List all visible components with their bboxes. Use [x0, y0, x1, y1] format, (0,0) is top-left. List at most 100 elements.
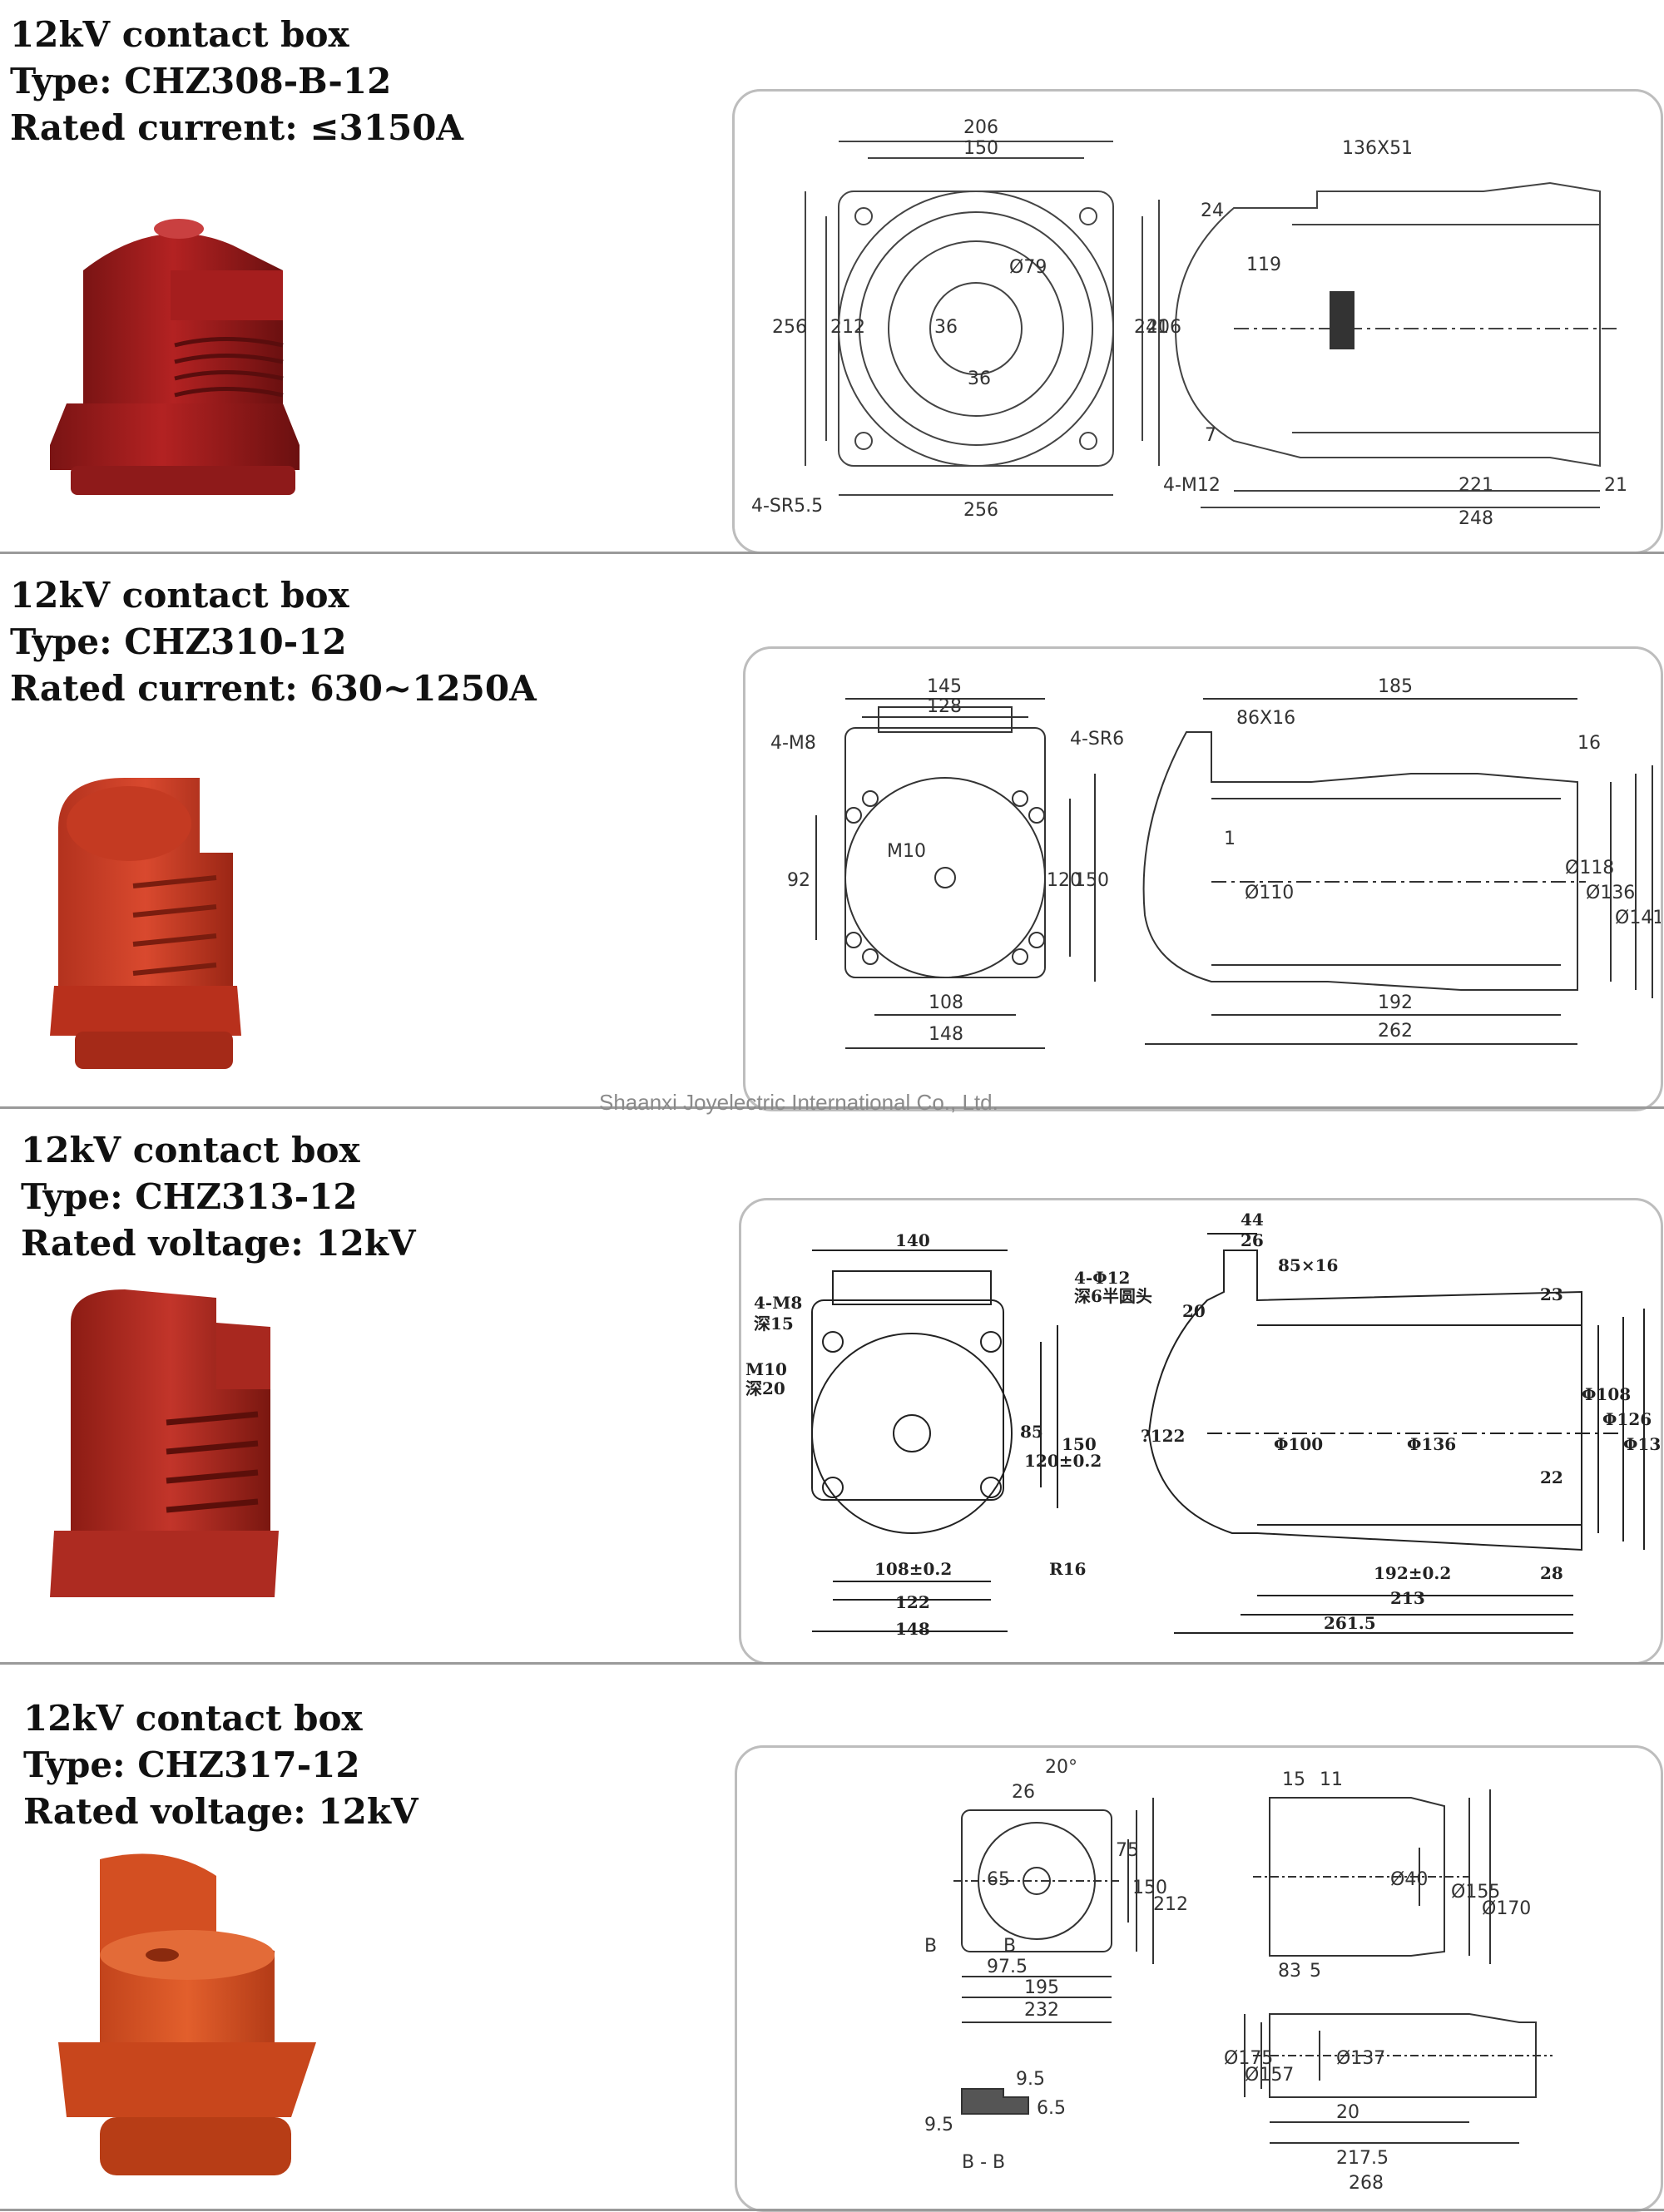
- dim-label: B: [924, 1936, 937, 1957]
- dim-label: 9.5: [924, 2115, 953, 2135]
- dim-label: 148: [929, 1024, 963, 1045]
- section-divider: [0, 1662, 1664, 1665]
- drawing-panel-chz308: 206 150 256 212 206 Ø79 36 36 4-SR5.5 25…: [732, 89, 1663, 554]
- dim-label: Ø110: [1245, 883, 1294, 903]
- dim-label: 248: [1458, 508, 1493, 529]
- dim-label: Φ100: [1274, 1434, 1323, 1454]
- dim-label: 217.5: [1336, 2148, 1389, 2169]
- product-rating: Rated voltage: 12kV: [21, 1223, 416, 1264]
- section-divider: [0, 552, 1664, 554]
- dim-label: 92: [787, 870, 810, 891]
- dim-label: 206: [963, 117, 998, 138]
- dim-label: 4-Φ12: [1074, 1268, 1130, 1288]
- dim-label: Ø79: [1009, 257, 1047, 278]
- dim-label: 192±0.2: [1374, 1563, 1451, 1583]
- dim-label: 136X51: [1342, 138, 1413, 159]
- dim-label: 20°: [1045, 1757, 1077, 1778]
- dim-label: 24: [1201, 200, 1224, 221]
- company-watermark: Shaanxi Joyelectric International Co., L…: [599, 1090, 998, 1115]
- dim-label: 150: [1074, 870, 1109, 891]
- dim-label: 26: [1012, 1782, 1035, 1803]
- dim-label: R16: [1049, 1559, 1086, 1579]
- product-photo-chz310: [50, 761, 250, 1077]
- dim-label: B - B: [962, 2152, 1005, 2173]
- dim-label: 1: [1224, 829, 1236, 849]
- dim-label: 148: [895, 1619, 930, 1639]
- dim-label: 26: [1241, 1230, 1264, 1250]
- dim-label: Ø155: [1451, 1882, 1500, 1903]
- dim-label: 128: [927, 696, 962, 717]
- dim-label: 5: [1310, 1961, 1321, 1982]
- dim-label: 深15: [754, 1314, 794, 1334]
- dim-label: 深20: [745, 1378, 785, 1398]
- dim-label: Ø118: [1565, 858, 1614, 878]
- dim-label: Ø136: [1586, 883, 1635, 903]
- product-title: 12kV contact box: [10, 14, 349, 55]
- product-type: Type: CHZ313-12: [21, 1176, 358, 1217]
- dim-label: 22: [1540, 1467, 1563, 1487]
- dim-label: Φ126: [1602, 1409, 1652, 1429]
- dim-label: 232: [1024, 2000, 1059, 2021]
- dim-label: 6.5: [1037, 2098, 1066, 2119]
- dim-label: 28: [1540, 1563, 1563, 1583]
- dim-label: 86X16: [1236, 708, 1295, 729]
- product-rating: Rated current: ≤3150A: [10, 107, 464, 148]
- product-1-heading: 12kV contact box Type: CHZ308-B-12 Rated…: [10, 12, 463, 151]
- product-title: 12kV contact box: [21, 1130, 360, 1170]
- dim-label: 深6半圆头: [1074, 1286, 1152, 1306]
- dim-label: 192: [1378, 992, 1413, 1013]
- dim-label: Ø170: [1482, 1898, 1531, 1919]
- dim-label: B: [1003, 1936, 1016, 1957]
- dim-label: 7: [1205, 425, 1216, 446]
- dim-label: 108±0.2: [874, 1559, 952, 1579]
- dim-label: 256: [963, 500, 998, 521]
- product-rating: Rated current: 630~1250A: [10, 668, 537, 709]
- dim-label: 20: [1182, 1301, 1206, 1321]
- drawing-panel-chz313: 140 4-M8 深15 4-Φ12 深6半圆头 M10 深20 85 120±…: [739, 1198, 1663, 1665]
- dim-label: 44: [1241, 1210, 1264, 1230]
- dim-label: 145: [927, 676, 962, 697]
- dim-label: 36: [968, 369, 991, 389]
- dim-label: 213: [1390, 1588, 1425, 1608]
- dim-label: M10: [745, 1359, 787, 1379]
- product-rating: Rated voltage: 12kV: [23, 1791, 418, 1832]
- dim-label: 256: [772, 317, 807, 338]
- dim-label: Φ131: [1623, 1434, 1661, 1454]
- dim-label: 120±0.2: [1024, 1451, 1102, 1471]
- product-title: 12kV contact box: [10, 575, 349, 616]
- product-photo-chz317: [50, 1851, 324, 2192]
- product-photo-chz313: [50, 1289, 283, 1614]
- dim-label: 16: [1577, 733, 1601, 754]
- dim-label: 4-M12: [1163, 475, 1221, 496]
- dim-label: Ø40: [1390, 1869, 1428, 1890]
- section-divider: [0, 1106, 1664, 1109]
- dim-label: 4-SR6: [1070, 729, 1124, 750]
- dim-label: 21: [1604, 475, 1627, 496]
- dim-label: 150: [963, 138, 998, 159]
- dim-label: ?122: [1141, 1426, 1185, 1446]
- dim-label: 119: [1246, 255, 1281, 275]
- product-type: Type: CHZ308-B-12: [10, 61, 392, 101]
- dim-label: 83: [1278, 1961, 1301, 1982]
- dim-label: 261.5: [1324, 1613, 1376, 1633]
- dim-label: 195: [1024, 1977, 1059, 1998]
- dim-label: 9.5: [1016, 2069, 1045, 2090]
- dim-label: 11: [1320, 1769, 1343, 1790]
- section-divider: [0, 2209, 1664, 2211]
- dim-label: 241: [1134, 317, 1169, 338]
- dim-label: 268: [1349, 2173, 1384, 2194]
- dim-label: 4-SR5.5: [751, 496, 823, 517]
- dim-label: 122: [895, 1592, 930, 1612]
- dim-label: Φ136: [1407, 1434, 1456, 1454]
- dim-label: Ø141: [1615, 908, 1661, 928]
- dim-label: 212: [1153, 1894, 1188, 1915]
- dim-label: M10: [887, 841, 926, 862]
- dim-label: 4-M8: [754, 1293, 802, 1313]
- dim-label: 108: [929, 992, 963, 1013]
- dim-label: Ø175: [1224, 2048, 1273, 2069]
- dim-label: 150: [1062, 1434, 1097, 1454]
- dim-label: 85: [1020, 1422, 1043, 1442]
- dim-label: 20: [1336, 2102, 1359, 2123]
- dim-label: Ø157: [1245, 2065, 1294, 2086]
- dim-label: 23: [1540, 1284, 1563, 1304]
